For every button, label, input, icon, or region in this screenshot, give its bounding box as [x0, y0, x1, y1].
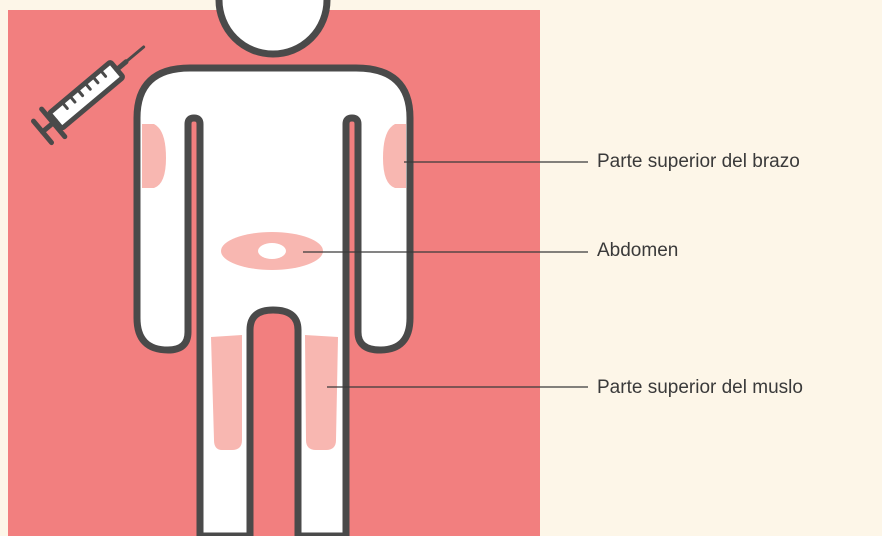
zone-left-thigh	[211, 335, 242, 450]
label-abdomen: Abdomen	[597, 241, 678, 260]
label-upper-thigh: Parte superior del muslo	[597, 378, 803, 397]
label-upper-arm: Parte superior del brazo	[597, 152, 800, 171]
zone-right-thigh	[305, 335, 338, 450]
navel	[258, 243, 286, 259]
